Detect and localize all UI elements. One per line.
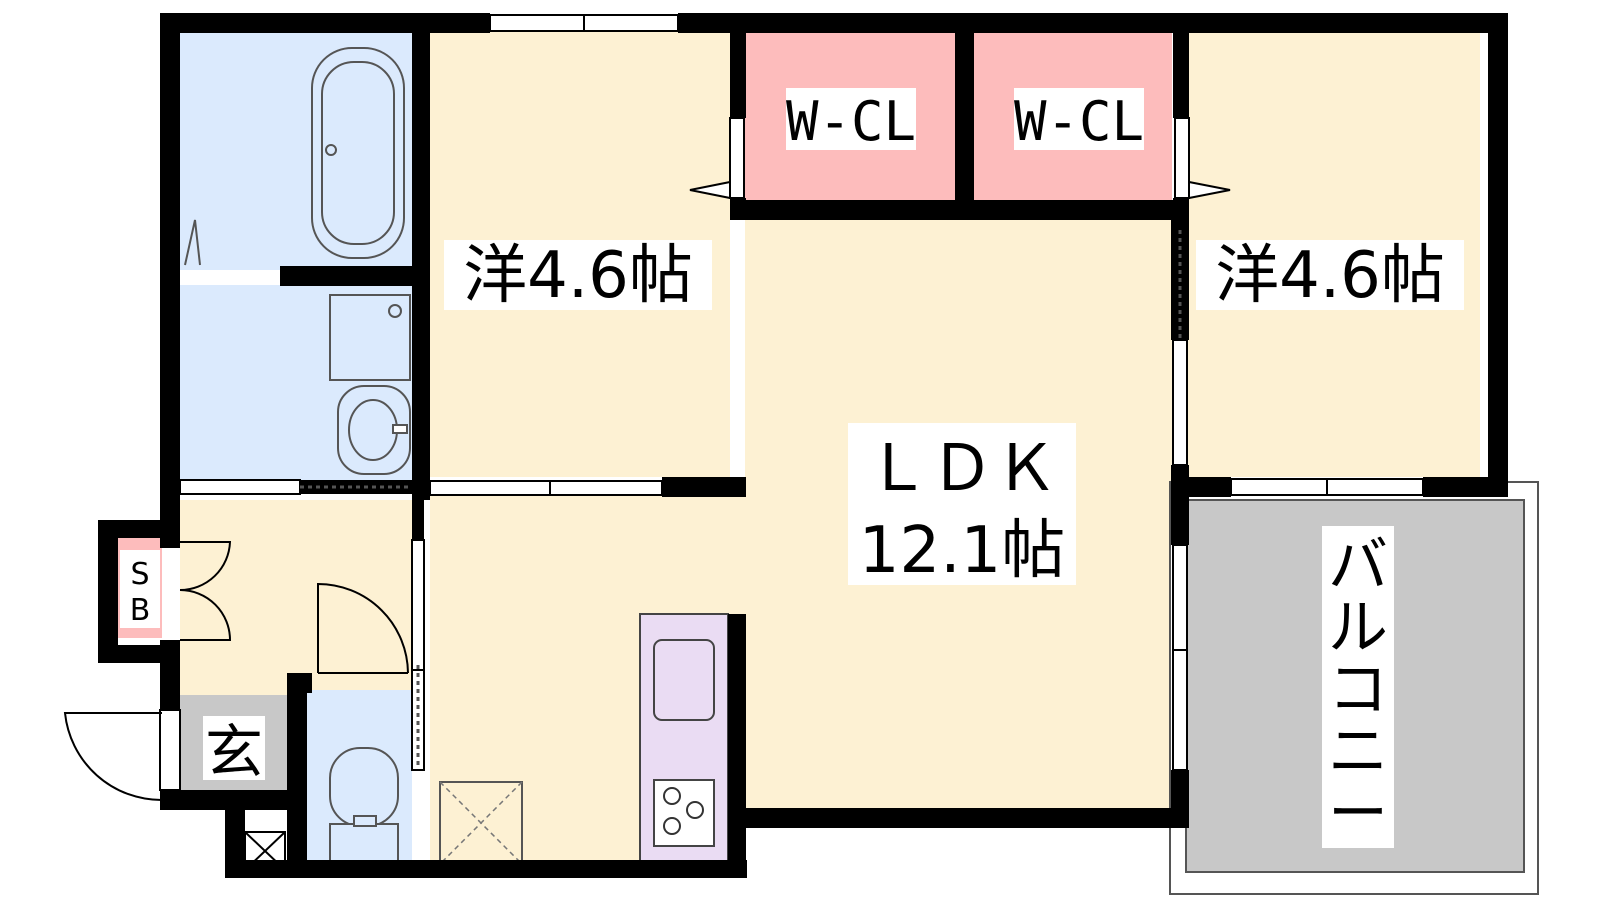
- hall-floor: [180, 500, 412, 695]
- walls: [98, 13, 1508, 878]
- bedroom-left-label: 洋4.6帖: [463, 239, 693, 313]
- bathtub-drain: [325, 144, 337, 156]
- wcl-right-label: W-CL: [1014, 90, 1144, 153]
- entrance-label: 玄: [205, 718, 263, 786]
- shoe-box-inner: [120, 550, 160, 628]
- label-bg-balcony: [1322, 526, 1394, 848]
- window-lines: [159, 14, 1424, 791]
- label-bg-wcl-left: [786, 88, 916, 150]
- shoe-box-label-b: B: [130, 593, 151, 628]
- shoe-box-label-s: S: [130, 557, 149, 592]
- faucet: [392, 424, 408, 434]
- kitchen-sink: [653, 639, 715, 721]
- bathroom-door-swing: [184, 219, 201, 266]
- washing-machine-pan: [329, 294, 411, 381]
- ldk-name-label: ＬＤＫ: [866, 432, 1058, 506]
- toilet-bowl: [329, 747, 399, 827]
- burner-2: [686, 801, 704, 819]
- floor-storage-x2: [439, 781, 523, 865]
- toilet-tank-lid: [353, 815, 377, 827]
- bedroom-right-label: 洋4.6帖: [1215, 239, 1445, 313]
- door-swings: [63, 180, 1231, 802]
- label-bg-bedroom-left: [444, 240, 712, 310]
- ldk-size-label: 12.1帖: [859, 514, 1066, 588]
- wcl-left-label: W-CL: [786, 90, 916, 153]
- balcony-label-2: ル: [1328, 593, 1388, 663]
- balcony-label-4: ニ: [1328, 717, 1388, 787]
- balcony-label-1: バ: [1328, 531, 1388, 601]
- label-bg-wcl-right: [1014, 88, 1144, 150]
- label-bg-bedroom-right: [1196, 240, 1464, 310]
- bathtub-inner: [321, 61, 395, 245]
- burner-1: [663, 787, 681, 805]
- label-bg-ldk: [848, 423, 1076, 585]
- washer-drain: [388, 304, 402, 318]
- label-bg-entrance: [203, 716, 265, 780]
- balcony-label-3: コ: [1328, 655, 1388, 725]
- balcony-label-5: ー: [1328, 779, 1388, 849]
- toilet-tank: [329, 823, 399, 865]
- bathtub: [311, 47, 405, 259]
- stove-top: [653, 779, 715, 847]
- burner-3: [663, 817, 681, 835]
